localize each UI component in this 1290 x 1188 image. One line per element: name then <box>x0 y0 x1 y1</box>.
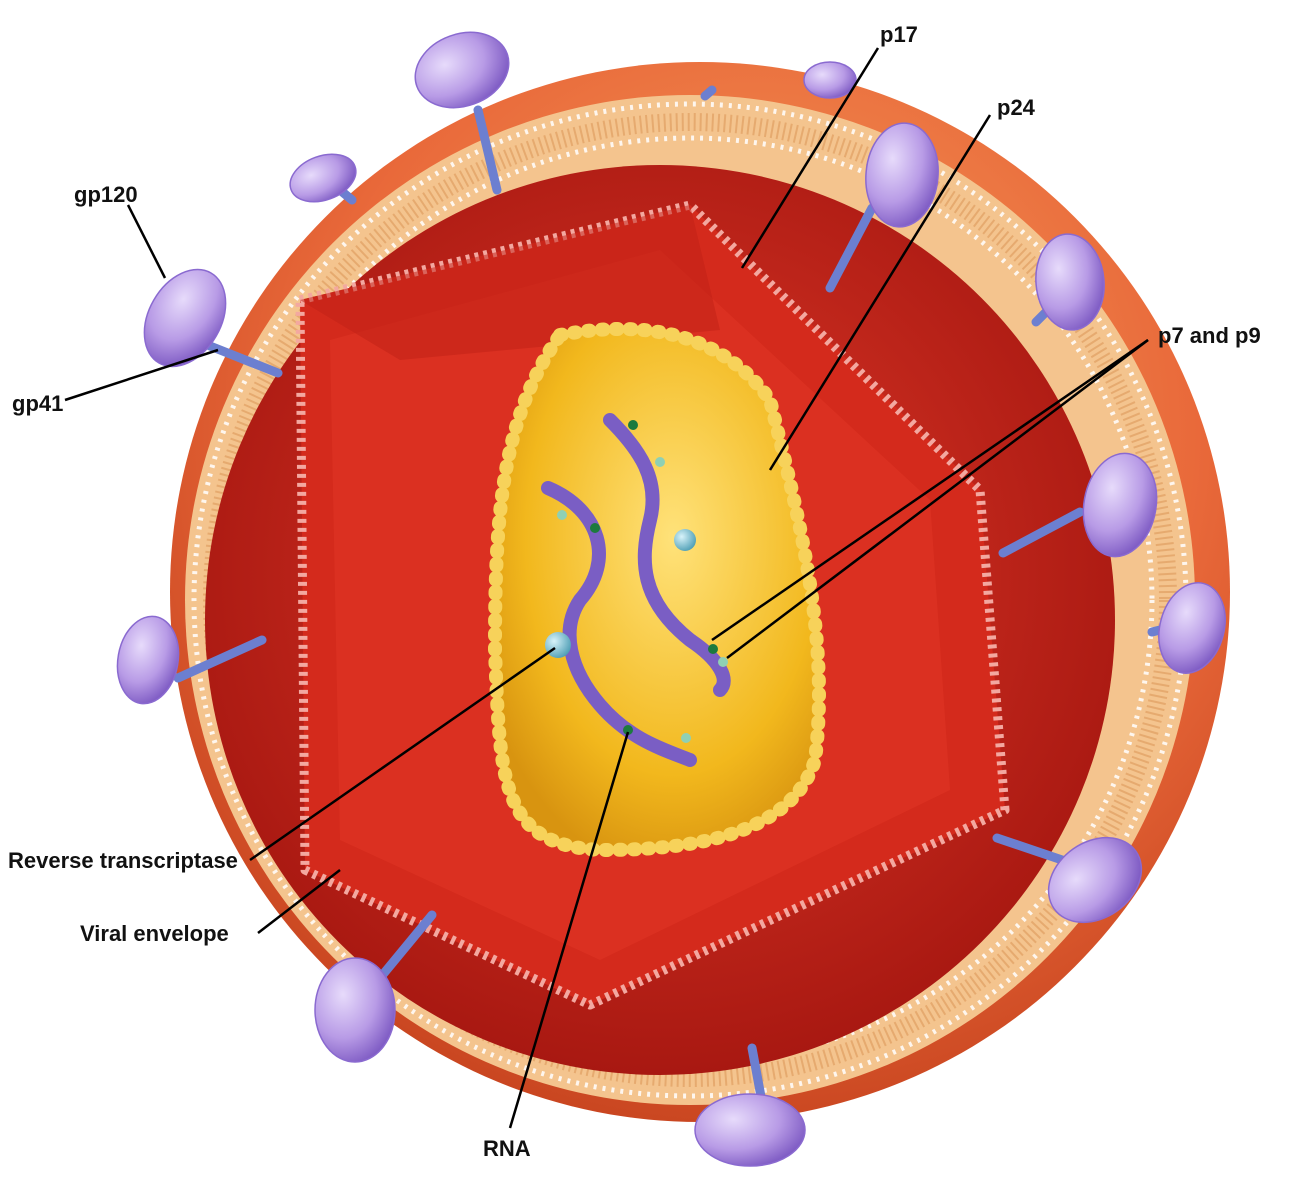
label-p24: p24 <box>997 97 1035 119</box>
label-p17: p17 <box>880 24 918 46</box>
label-p7-and-p9: p7 and p9 <box>1158 325 1261 347</box>
label-gp120: gp120 <box>74 184 138 206</box>
gp41-stalk <box>705 90 712 96</box>
label-rna: RNA <box>483 1138 531 1160</box>
gp120-cap <box>695 1094 805 1166</box>
leader-gp41 <box>65 350 218 400</box>
gp120-cap <box>804 62 856 98</box>
gp120-cap <box>315 958 395 1062</box>
label-gp41: gp41 <box>12 393 63 415</box>
label-reverse-transcriptase: Reverse transcriptase <box>8 850 238 872</box>
label-viral-envelope: Viral envelope <box>80 923 229 945</box>
leader-gp120 <box>128 205 165 278</box>
